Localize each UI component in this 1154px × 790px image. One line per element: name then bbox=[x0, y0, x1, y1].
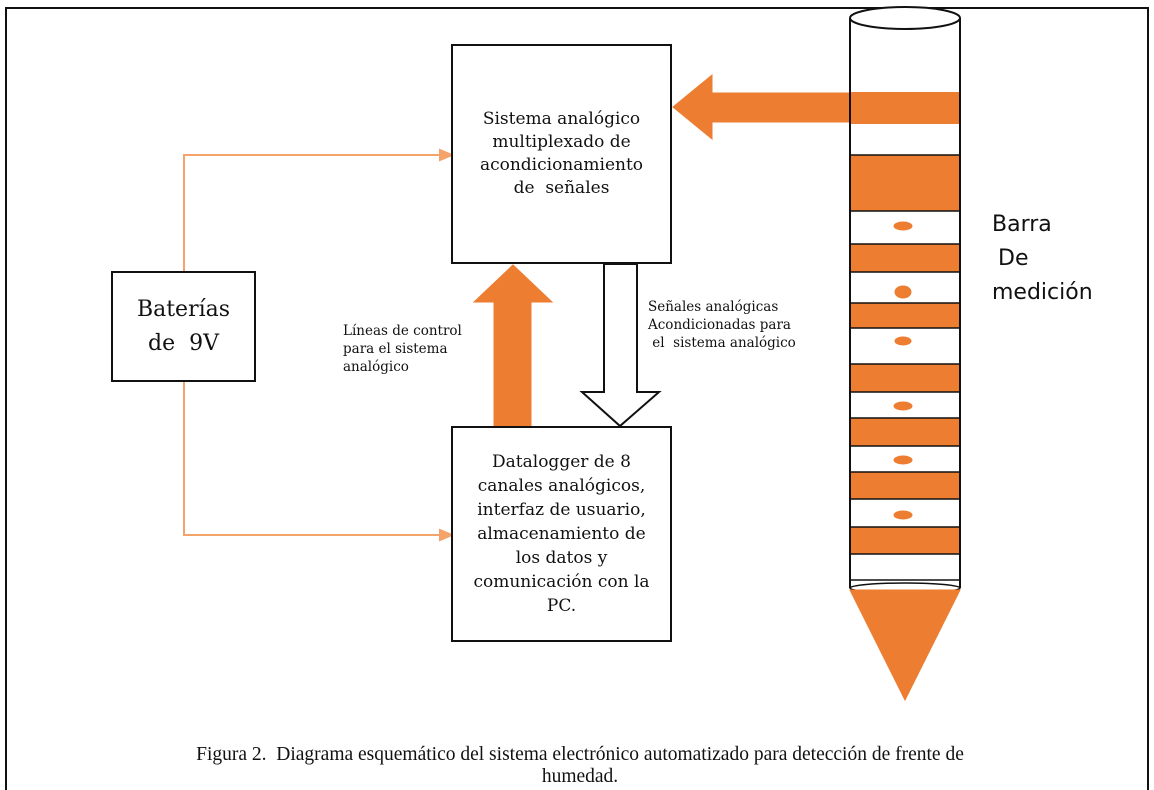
caption-line-2: humedad. bbox=[541, 766, 619, 787]
datalogger-line-6: comunicación con la bbox=[473, 572, 650, 592]
figure-caption: Figura 2. Diagrama esquemático del siste… bbox=[20, 744, 1140, 788]
barra-line-1: Barra bbox=[992, 212, 1052, 237]
figure-frame bbox=[5, 7, 1149, 790]
sistema-analogico-box: Sistema analógico multiplexado de acondi… bbox=[451, 44, 672, 264]
battery-connector-top bbox=[183, 148, 455, 271]
sistema-line-2: multiplexado de bbox=[492, 132, 631, 152]
datalogger-box: Datalogger de 8 canales analógicos, inte… bbox=[451, 426, 672, 642]
control-label-line-3: analógico bbox=[343, 359, 409, 375]
battery-connector-bottom bbox=[183, 382, 455, 542]
probe-to-system-arrow bbox=[672, 73, 851, 141]
sistema-line-4: de señales bbox=[513, 178, 610, 198]
signals-label-line-1: Señales analógicas bbox=[648, 299, 779, 315]
control-label-line-2: para el sistema bbox=[343, 341, 448, 357]
baterias-box: Baterías de 9V bbox=[111, 271, 256, 382]
measuring-rod bbox=[849, 6, 961, 702]
sistema-line-1: Sistema analógico bbox=[482, 109, 641, 129]
control-lines-label: Líneas de control para el sistema analóg… bbox=[343, 322, 503, 376]
datalogger-line-3: interfaz de usuario, bbox=[477, 500, 646, 520]
signals-label-line-3: el sistema analógico bbox=[648, 335, 796, 351]
baterias-line-2: de 9V bbox=[148, 330, 219, 356]
barra-line-3: medición bbox=[992, 280, 1093, 305]
signals-label: Señales analógicas Acondicionadas para e… bbox=[648, 298, 838, 352]
datalogger-line-2: canales analógicos, bbox=[477, 476, 646, 496]
barra-line-2: De bbox=[998, 246, 1029, 271]
caption-line-1: Figura 2. Diagrama esquemático del siste… bbox=[196, 744, 964, 765]
datalogger-line-4: almacenamiento de bbox=[477, 524, 646, 544]
sistema-line-3: acondicionamiento bbox=[479, 155, 644, 175]
baterias-line-1: Baterías bbox=[136, 296, 231, 322]
datalogger-line-7: PC. bbox=[546, 596, 577, 616]
signals-label-line-2: Acondicionadas para bbox=[648, 317, 791, 333]
control-label-line-1: Líneas de control bbox=[343, 323, 462, 339]
datalogger-line-1: Datalogger de 8 bbox=[492, 452, 631, 472]
measuring-rod-label: Barra De medición bbox=[992, 208, 1093, 310]
signals-arrow bbox=[579, 263, 662, 428]
control-lines-arrow bbox=[472, 264, 554, 427]
datalogger-line-5: los datos y bbox=[515, 548, 608, 568]
